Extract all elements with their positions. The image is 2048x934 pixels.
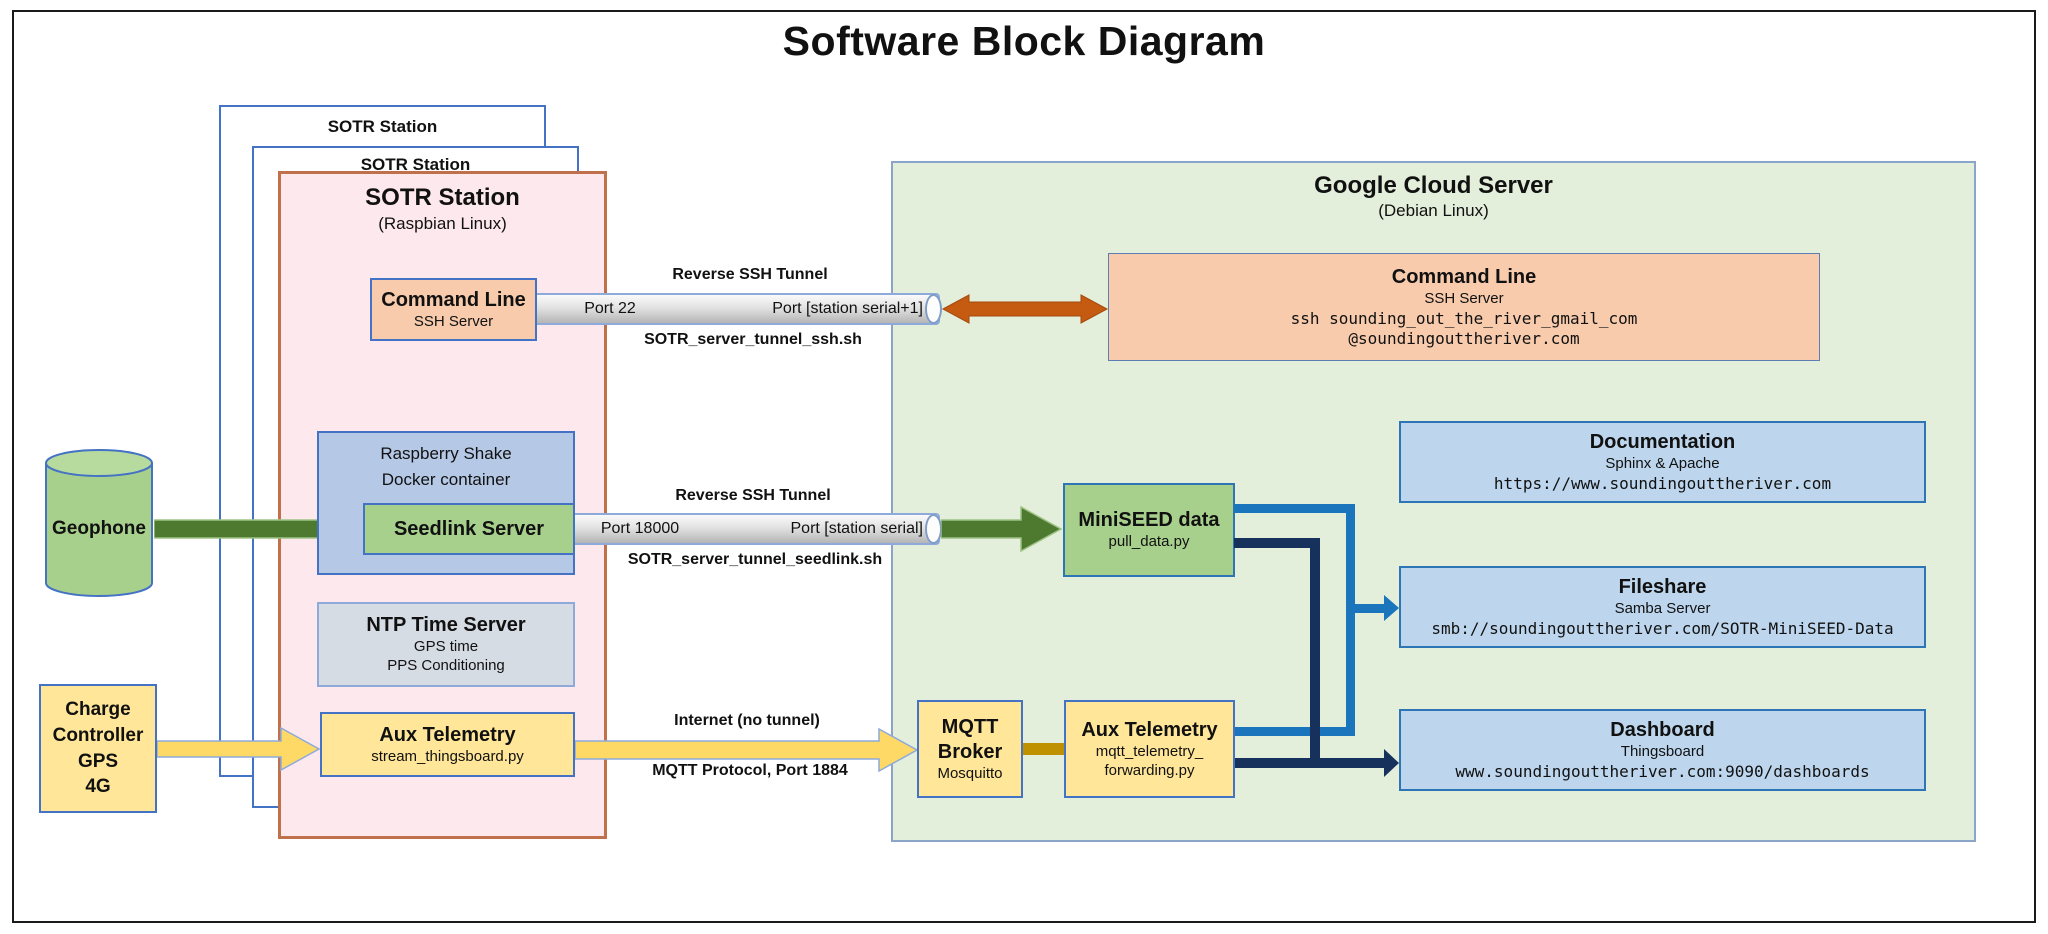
mqtt-broker-line2: Broker (937, 740, 1003, 763)
raspberry-shake-line1: Raspberry Shake (380, 444, 512, 463)
command-line-station-title: Command Line (381, 288, 526, 311)
google-cloud-title: Google Cloud Server (1314, 172, 1553, 199)
raspberry-shake-label: Raspberry Shake Docker container (317, 441, 575, 492)
command-line-cloud-box: Command Line SSH Server ssh sounding_out… (1108, 253, 1820, 361)
documentation-box: Documentation Sphinx & Apache https://ww… (1399, 421, 1926, 503)
dashboard-box: Dashboard Thingsboard www.soundingoutthe… (1399, 709, 1926, 791)
navy-connector-vertical (1310, 538, 1320, 768)
ssh-tunnel-port-left: Port 22 (584, 300, 636, 317)
aux-to-mqtt-arrow (575, 727, 919, 773)
charge-line2: Controller (52, 724, 144, 746)
page-title: Software Block Diagram (782, 18, 1266, 64)
ssh-bidirectional-arrow (941, 294, 1109, 324)
ntp-sub1: GPS time (413, 638, 479, 656)
command-line-station-box: Command Line SSH Server (370, 278, 537, 341)
geophone-cylinder (45, 449, 153, 597)
dashboard-arrowhead (1384, 749, 1399, 777)
aux-telemetry-station-sub: stream_thingsboard.py (371, 747, 524, 765)
mqtt-broker-sub: Mosquitto (937, 764, 1003, 782)
aux-telemetry-cloud-title: Aux Telemetry (1081, 718, 1218, 741)
documentation-title: Documentation (1589, 431, 1736, 454)
dashboard-title: Dashboard (1610, 719, 1715, 742)
seedlink-tunnel-pipe (565, 513, 940, 545)
aux-telemetry-cloud-sub2: forwarding.py (1104, 761, 1195, 779)
fileshare-arrowhead (1384, 595, 1399, 621)
documentation-sub: Sphinx & Apache (1605, 455, 1720, 473)
blue-connector-miniseed-exit (1234, 504, 1355, 513)
ntp-title: NTP Time Server (366, 614, 526, 637)
seedlink-server-title: Seedlink Server (393, 517, 545, 540)
ssh-tunnel-label: Reverse SSH Tunnel (672, 266, 828, 283)
mqtt-broker-box: MQTT Broker Mosquitto (917, 700, 1023, 798)
fileshare-title: Fileshare (1618, 576, 1707, 599)
geophone-label: Geophone (52, 518, 146, 539)
navy-connector-miniseed-exit (1234, 538, 1320, 548)
seedlink-tunnel-port-left: Port 18000 (600, 520, 680, 537)
command-line-cloud-code1: ssh sounding_out_the_river_gmail_com (1290, 308, 1638, 328)
aux-telemetry-cloud-sub1: mqtt_telemetry_ (1095, 742, 1204, 760)
command-line-cloud-title: Command Line (1391, 266, 1537, 289)
fileshare-box: Fileshare Samba Server smb://soundingout… (1399, 566, 1926, 648)
dashboard-sub: Thingsboard (1620, 743, 1705, 761)
diagram-frame (12, 10, 2036, 923)
ssh-tunnel-port-right: Port [station serial+1] (772, 300, 923, 317)
blue-connector-aux-exit (1235, 727, 1355, 736)
blue-connector-branch (1355, 604, 1386, 613)
mqtt-broker-line1: MQTT (941, 715, 999, 738)
documentation-url: https://www.soundingouttheriver.com (1493, 473, 1832, 493)
seedlink-to-miniseed-arrow (941, 505, 1063, 553)
miniseed-data-title: MiniSEED data (1078, 509, 1220, 532)
raspberry-shake-line2: Docker container (381, 469, 511, 489)
charge-line3: GPS (77, 750, 119, 772)
seedlink-server-box: Seedlink Server (363, 503, 575, 555)
sotr-station-backbox-2-label: SOTR Station (360, 155, 471, 174)
ssh-tunnel-script-label: SOTR_server_tunnel_ssh.sh (644, 331, 862, 348)
sotr-station-title: SOTR Station (365, 184, 520, 211)
navy-connector-aux-exit (1235, 758, 1385, 768)
google-cloud-subtitle: (Debian Linux) (1378, 201, 1489, 220)
command-line-cloud-code2: @soundingouttheriver.com (1348, 328, 1580, 348)
dashboard-url: www.soundingouttheriver.com:9090/dashboa… (1455, 761, 1870, 781)
ssh-tunnel-pipe-cap (925, 294, 942, 324)
seedlink-tunnel-label: Reverse SSH Tunnel (675, 487, 831, 504)
charge-to-aux-arrow (157, 726, 321, 772)
charge-controller-box: Charge Controller GPS 4G (39, 684, 157, 813)
sotr-station-subtitle: (Raspbian Linux) (378, 214, 507, 233)
aux-telemetry-station-title: Aux Telemetry (379, 723, 516, 746)
miniseed-data-box: MiniSEED data pull_data.py (1063, 483, 1235, 577)
mqtt-protocol-label: MQTT Protocol, Port 1884 (652, 762, 848, 779)
ntp-time-server-box: NTP Time Server GPS time PPS Conditionin… (317, 602, 575, 687)
charge-line4: 4G (85, 776, 111, 798)
charge-line1: Charge (65, 699, 131, 721)
fileshare-sub: Samba Server (1614, 600, 1711, 618)
aux-telemetry-station-box: Aux Telemetry stream_thingsboard.py (320, 712, 575, 777)
aux-telemetry-cloud-box: Aux Telemetry mqtt_telemetry_ forwarding… (1064, 700, 1235, 798)
command-line-station-sub: SSH Server (413, 312, 494, 330)
command-line-cloud-sub: SSH Server (1424, 290, 1504, 308)
ntp-sub2: PPS Conditioning (387, 657, 505, 674)
seedlink-tunnel-script-label: SOTR_server_tunnel_seedlink.sh (627, 551, 883, 568)
mqtt-to-aux-connector (1023, 743, 1064, 755)
miniseed-data-sub: pull_data.py (1108, 533, 1190, 551)
seedlink-tunnel-pipe-cap (925, 514, 942, 544)
blue-connector-vertical (1346, 504, 1355, 736)
fileshare-url: smb://soundingouttheriver.com/SOTR-MiniS… (1431, 618, 1894, 638)
sotr-station-backbox-1-label: SOTR Station (327, 117, 438, 136)
seedlink-tunnel-port-right: Port [station serial] (790, 520, 924, 537)
internet-label: Internet (no tunnel) (674, 712, 820, 729)
